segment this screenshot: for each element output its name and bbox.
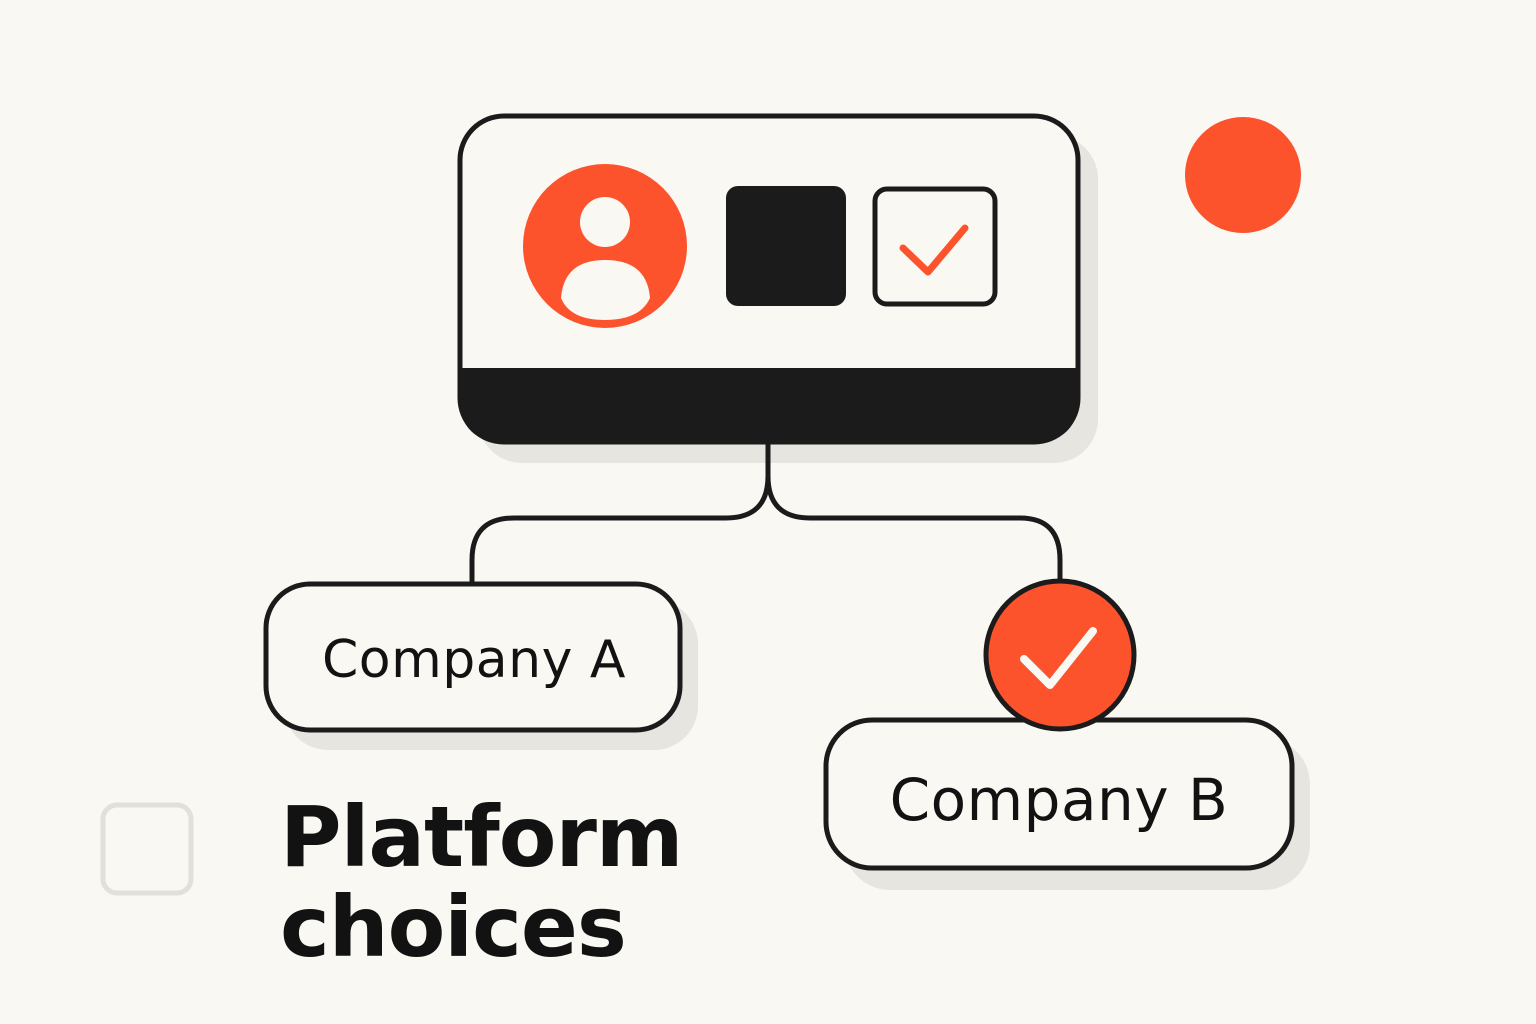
company-b-label: Company B [889,766,1229,834]
square-block-icon [726,186,846,306]
title-line-1: Platform [280,788,683,886]
empty-checkbox-icon [100,802,194,896]
checkbox-checked-icon[interactable] [872,186,998,307]
company-a-label: Company A [322,630,626,690]
diagram-title: Platform choices [280,788,683,976]
connector-lines [469,442,1063,584]
title-line-2: choices [280,878,627,976]
company-a-box[interactable] [263,581,683,733]
selected-check-icon [983,578,1137,732]
card-footer-bar [460,368,1078,442]
user-avatar-icon [523,164,687,328]
red-dot-icon [1185,117,1301,233]
